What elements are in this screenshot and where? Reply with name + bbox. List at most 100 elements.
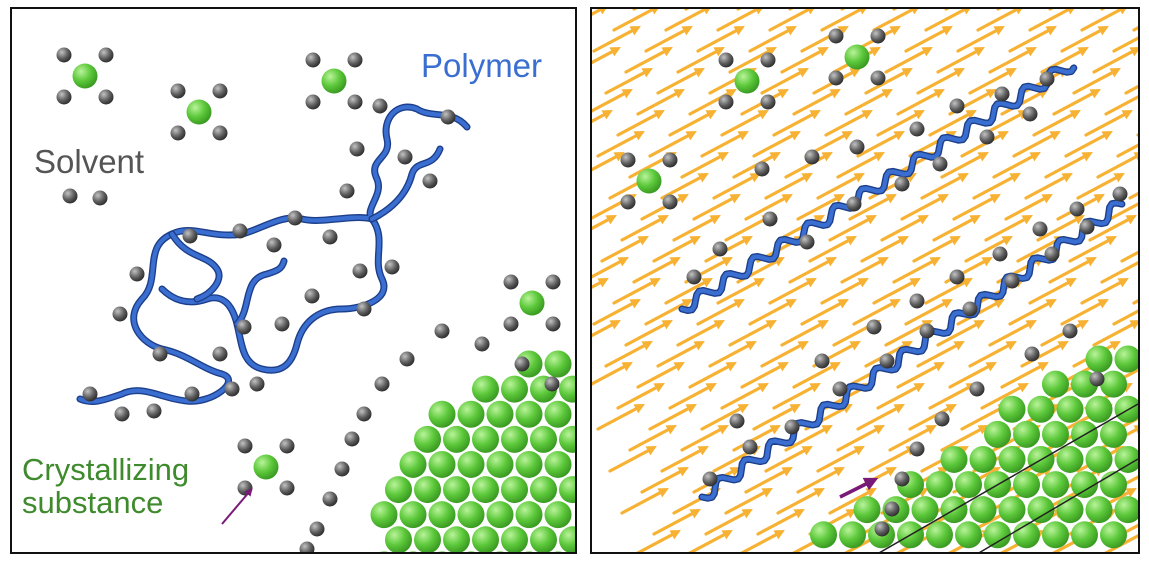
solvent-particle: [729, 413, 745, 429]
solute-particle: [911, 496, 939, 524]
flow-arrow: [676, 320, 725, 347]
solvent-particle: [152, 346, 168, 362]
solute-particle: [955, 521, 982, 549]
solvent-particle: [1112, 186, 1128, 202]
polymer-chain-highlight: [679, 65, 1076, 313]
flow-arrow: [1132, 26, 1138, 32]
flow-arrow: [724, 215, 773, 242]
flow-arrow: [748, 26, 797, 53]
flow-arrow: [1104, 95, 1138, 116]
solute-particle: [1071, 521, 1098, 549]
solvent-particle: [112, 306, 128, 322]
flow-arrow: [800, 299, 849, 326]
flow-arrow: [900, 194, 949, 221]
solvent-particle: [237, 480, 253, 496]
solvent-particle: [932, 156, 948, 172]
flow-arrow: [1036, 215, 1085, 242]
solute-particle: [1013, 420, 1040, 448]
flow-arrow: [964, 236, 1013, 263]
flow-arrow: [884, 47, 933, 74]
flow-arrow: [880, 215, 929, 242]
lattice-line: [879, 403, 1138, 552]
solvent-particle: [894, 471, 910, 487]
solvent-particle: [828, 28, 844, 44]
flow-arrow: [892, 257, 941, 284]
solute-particle: [969, 496, 997, 524]
flow-arrow: [876, 383, 925, 410]
solvent-particle: [212, 346, 228, 362]
flow-arrow: [864, 68, 913, 95]
solvent-particle: [662, 152, 678, 168]
flow-arrow: [592, 257, 629, 279]
flow-arrow: [648, 131, 697, 158]
solute-particle: [839, 521, 866, 549]
flow-arrow: [820, 278, 869, 305]
flow-arrow: [1068, 236, 1117, 263]
solvent-particle: [832, 381, 848, 397]
flow-arrow: [912, 236, 961, 263]
solute-particle: [467, 551, 475, 552]
panel-quiescent: Polymer Solvent Crystallizing substance: [10, 7, 577, 554]
flow-arrow: [980, 383, 1029, 410]
solute-particle: [525, 551, 533, 552]
solvent-particle: [322, 491, 338, 507]
solvent-particle: [237, 438, 253, 454]
flow-arrow: [916, 68, 965, 95]
flow-arrow: [1008, 299, 1057, 326]
solvent-particle: [399, 351, 415, 367]
solvent-particle: [98, 89, 114, 105]
solute-particle: [1085, 395, 1113, 423]
solute-particle: [515, 450, 543, 478]
solvent-particle: [56, 89, 72, 105]
flow-arrow: [1000, 89, 1049, 116]
solvent-particle: [224, 381, 240, 397]
solute-particle: [321, 68, 347, 94]
solvent-particle: [503, 274, 519, 290]
flow-arrow: [668, 383, 717, 410]
solute-particle: [370, 501, 398, 529]
solute-particle: [1042, 370, 1069, 398]
solute-particle: [544, 400, 572, 428]
solvent-particle: [334, 461, 350, 477]
flow-arrow: [756, 509, 805, 536]
flow-arrow: [1028, 278, 1077, 305]
flow-arrow: [956, 26, 1005, 53]
flow-arrow: [836, 152, 885, 179]
solute-particle: [253, 454, 279, 480]
solvent-particle: [279, 480, 295, 496]
solvent-particle: [849, 139, 865, 155]
solute-particle: [559, 425, 575, 453]
flow-arrow: [808, 236, 857, 263]
flow-arrow: [592, 89, 633, 113]
solute-particle: [501, 425, 528, 453]
flow-arrow: [612, 9, 661, 32]
solvent-particle: [909, 293, 925, 309]
flow-arrow: [972, 173, 1021, 200]
solvent-particle: [545, 274, 561, 290]
flow-arrow: [836, 425, 885, 452]
polymer-chain-highlight: [369, 146, 443, 222]
solute-particle: [385, 526, 412, 552]
flow-arrow: [700, 404, 749, 431]
flow-arrow: [604, 341, 653, 368]
flow-arrow: [632, 257, 681, 284]
flow-arrow: [1080, 278, 1129, 305]
flow-arrow: [840, 257, 889, 284]
flow-arrow: [860, 236, 909, 263]
solvent-particle: [372, 98, 388, 114]
flow-arrow: [680, 152, 729, 179]
solute-particle: [1085, 496, 1113, 524]
flow-arrow: [1132, 299, 1138, 305]
solute-particle: [1042, 420, 1069, 448]
solvent-particle: [979, 129, 995, 145]
solute-particle: [496, 551, 504, 552]
flow-arrow: [820, 9, 869, 32]
flow-arrow: [1008, 26, 1057, 53]
solvent-particle: [866, 319, 882, 335]
flow-arrow: [600, 236, 649, 263]
flow-arrow: [824, 110, 873, 137]
flow-arrow: [772, 383, 821, 410]
solvent-particle: [344, 431, 360, 447]
solute-particle: [515, 501, 543, 529]
flow-arrow: [780, 47, 829, 74]
